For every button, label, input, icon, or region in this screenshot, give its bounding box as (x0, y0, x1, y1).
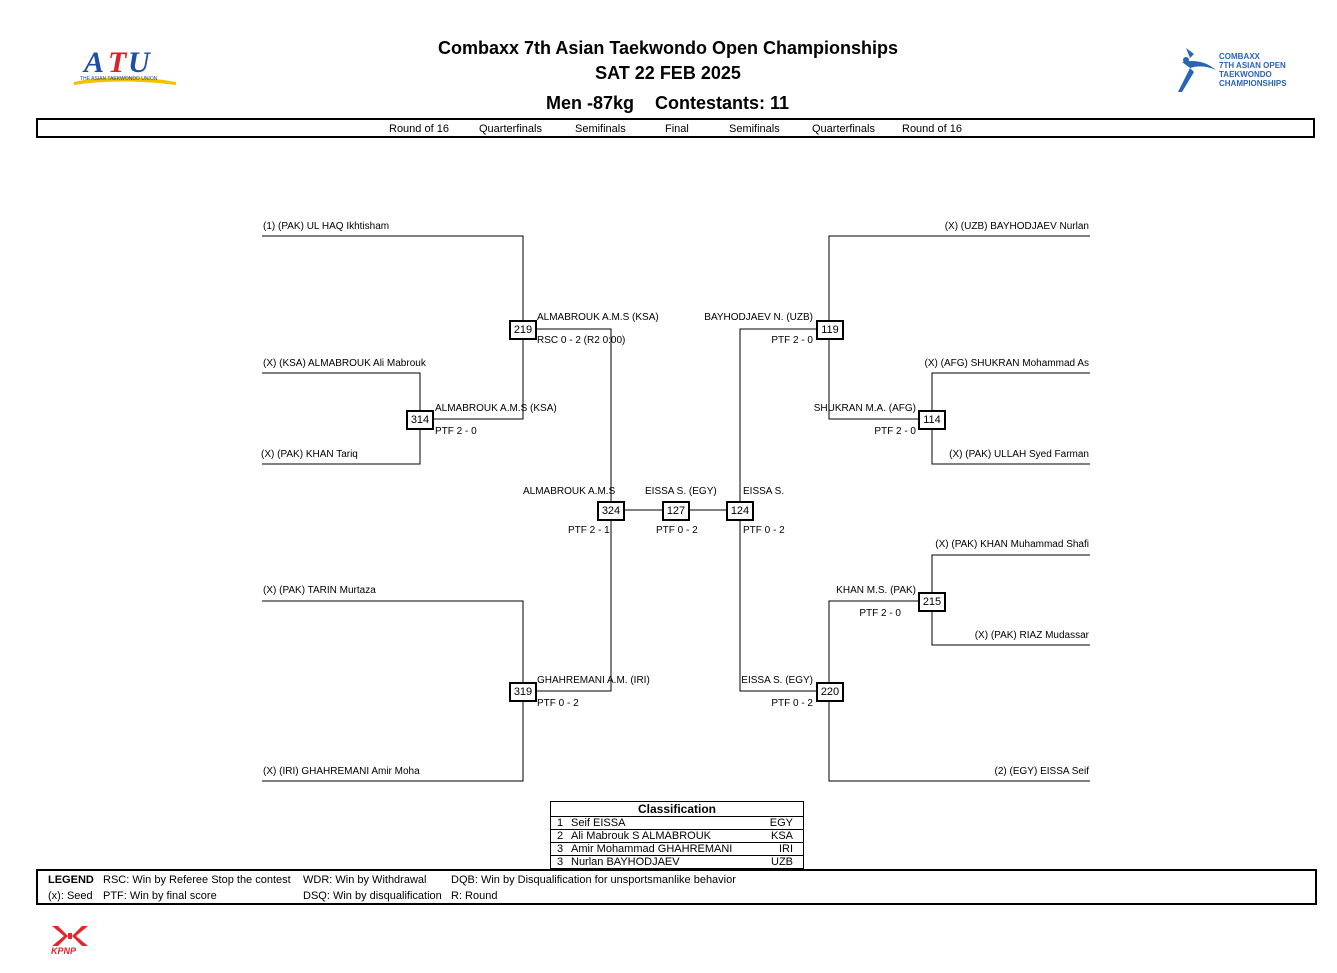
result-124: PTF 0 - 2 (743, 525, 785, 536)
entrant-r3: (X) (PAK) ULLAH Syed Farman (949, 449, 1089, 460)
winner-119: BAYHODJAEV N. (UZB) (704, 312, 813, 323)
entrant-l2: (X) (KSA) ALMABROUK Ali Mabrouk (263, 358, 426, 369)
kpnp-logo-text: KPNP (51, 946, 77, 956)
entrant-l1: (1) (PAK) UL HAQ Ikhtisham (263, 221, 390, 232)
champ-logo-line-3: TAEKWONDO (1219, 70, 1272, 79)
kpnp-logo: KPNP (48, 924, 92, 958)
classification-rank: 1 (557, 817, 564, 829)
result-319: PTF 0 - 2 (537, 698, 579, 709)
event-date: SAT 22 FEB 2025 (595, 63, 741, 83)
result-215: PTF 2 - 0 (859, 608, 901, 619)
contestants-count: Contestants: 11 (655, 93, 790, 113)
result-114: PTF 2 - 0 (874, 426, 916, 437)
winner-220: EISSA S. (EGY) (741, 675, 813, 686)
entrant-r6: (2) (EGY) EISSA Seif (994, 766, 1089, 777)
round-label-final: Final (665, 123, 689, 135)
match-box-314[interactable]: 314 (406, 410, 434, 430)
atu-logo: A T U THE ASIAN TAEKWONDO UNION (70, 42, 180, 88)
classification-row: 3 Nurlan BAYHODJAEV UZB (551, 856, 803, 868)
classification-rank: 3 (557, 856, 564, 868)
round-label-qf-left: Quarterfinals (479, 123, 542, 135)
legend-title: LEGEND (48, 874, 94, 886)
result-119: PTF 2 - 0 (771, 335, 813, 346)
event-title: Combaxx 7th Asian Taekwondo Open Champio… (437, 38, 899, 58)
winner-319: GHAHREMANI A.M. (IRI) (537, 675, 650, 686)
match-box-324[interactable]: 324 (597, 501, 625, 521)
match-box-119[interactable]: 119 (816, 320, 844, 340)
classification-table: Classification 1 Seif EISSA EGY 2 Ali Ma… (550, 801, 804, 869)
result-127: PTF 0 - 2 (656, 525, 698, 536)
classification-rank: 3 (557, 843, 564, 855)
classification-country: EGY (769, 817, 793, 829)
result-314: PTF 2 - 0 (435, 426, 477, 437)
classification-name: Ali Mabrouk S ALMABROUK (571, 830, 711, 842)
classification-row: 3 Amir Mohammad GHAHREMANI IRI (551, 843, 803, 856)
legend-rsc: RSC: Win by Referee Stop the contest (103, 874, 291, 886)
round-label-sf-right: Semifinals (729, 123, 780, 135)
legend-ptf: PTF: Win by final score (103, 890, 217, 902)
match-box-124[interactable]: 124 (726, 501, 754, 521)
legend-dsq: DSQ: Win by disqualification (303, 890, 442, 902)
champ-logo-line-2: 7TH ASIAN OPEN (1219, 61, 1286, 70)
legend-r: R: Round (451, 890, 498, 902)
atu-logo-text: THE ASIAN TAEKWONDO UNION (80, 76, 158, 82)
classification-title: Classification (551, 802, 803, 817)
match-box-127[interactable]: 127 (662, 501, 690, 521)
winner-124: EISSA S. (743, 486, 785, 497)
classification-country: KSA (770, 830, 793, 842)
champ-logo-line-1: COMBAXX (1219, 52, 1260, 61)
round-label-qf-right: Quarterfinals (812, 123, 875, 135)
winner-219: ALMABROUK A.M.S (KSA) (537, 312, 659, 323)
match-box-219[interactable]: 219 (509, 320, 537, 340)
svg-text:U: U (128, 46, 151, 79)
classification-country: UZB (771, 856, 793, 868)
result-219: RSC 0 - 2 (R2 0:00) (537, 335, 626, 346)
winner-215: KHAN M.S. (PAK) (836, 585, 916, 596)
round-label-r16-left: Round of 16 (389, 123, 449, 135)
entrant-r2: (X) (AFG) SHUKRAN Mohammad As (924, 358, 1089, 369)
winner-324: ALMABROUK A.M.S (523, 486, 616, 497)
svg-text:A: A (82, 46, 104, 79)
match-box-319[interactable]: 319 (509, 682, 537, 702)
weight-category: Men -87kg (546, 93, 635, 113)
entrant-r1: (X) (UZB) BAYHODJAEV Nurlan (944, 221, 1089, 232)
entrant-l5: (X) (IRI) GHAHREMANI Amir Moha (263, 766, 420, 777)
match-box-114[interactable]: 114 (918, 410, 946, 430)
match-box-220[interactable]: 220 (816, 682, 844, 702)
champ-logo-line-4: CHAMPIONSHIPS (1219, 79, 1287, 88)
result-220: PTF 0 - 2 (771, 698, 813, 709)
championship-logo: COMBAXX 7TH ASIAN OPEN TAEKWONDO CHAMPIO… (1172, 44, 1287, 96)
winner-127: EISSA S. (EGY) (645, 486, 717, 497)
classification-row: 2 Ali Mabrouk S ALMABROUK KSA (551, 830, 803, 843)
classification-name: Seif EISSA (571, 817, 626, 829)
classification-name: Amir Mohammad GHAHREMANI (571, 843, 733, 855)
classification-country: IRI (778, 843, 793, 855)
legend-box: LEGEND (x): Seed RSC: Win by Referee Sto… (36, 869, 1317, 905)
match-box-215[interactable]: 215 (918, 592, 946, 612)
classification-row: 1 Seif EISSA EGY (551, 817, 803, 830)
entrant-l3: (X) (PAK) KHAN Tariq (261, 449, 358, 460)
result-324: PTF 2 - 1 (568, 525, 610, 536)
entrant-r5: (X) (PAK) RIAZ Mudassar (974, 630, 1089, 641)
svg-text:T: T (108, 46, 128, 79)
legend-wdr: WDR: Win by Withdrawal (303, 874, 427, 886)
winner-114: SHUKRAN M.A. (AFG) (813, 403, 916, 414)
atu-logo-mark: A T U (74, 46, 176, 85)
kpnp-logo-icon (52, 926, 88, 946)
legend-seed: (x): Seed (48, 890, 93, 902)
rounds-bar: Round of 16 Quarterfinals Semifinals Fin… (36, 118, 1315, 138)
legend-dqb: DQB: Win by Disqualification for unsport… (451, 874, 736, 886)
entrant-r4: (X) (PAK) KHAN Muhammad Shafi (935, 539, 1089, 550)
kicker-icon (1178, 48, 1216, 92)
round-label-sf-left: Semifinals (575, 123, 626, 135)
round-label-r16-right: Round of 16 (902, 123, 962, 135)
classification-rank: 2 (557, 830, 564, 842)
classification-name: Nurlan BAYHODJAEV (571, 856, 680, 868)
entrant-l4: (X) (PAK) TARIN Murtaza (263, 585, 376, 596)
winner-314: ALMABROUK A.M.S (KSA) (435, 403, 557, 414)
